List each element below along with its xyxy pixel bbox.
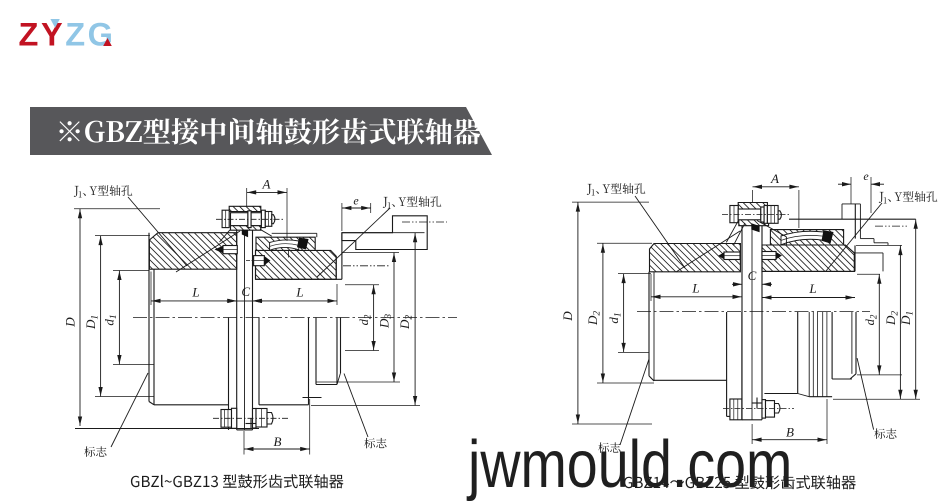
svg-text:L: L xyxy=(191,285,199,300)
svg-text:D: D xyxy=(63,317,78,328)
svg-text:B: B xyxy=(274,434,282,449)
svg-text:d2: d2 xyxy=(357,314,373,325)
svg-text:e: e xyxy=(353,194,359,208)
svg-text:jwmould.com: jwmould.com xyxy=(466,427,792,502)
svg-text:L: L xyxy=(691,281,699,296)
svg-text:d1: d1 xyxy=(102,314,120,325)
svg-text:C: C xyxy=(748,268,757,283)
svg-text:A: A xyxy=(262,177,271,192)
svg-text:D: D xyxy=(560,311,575,322)
svg-text:L: L xyxy=(295,285,303,300)
svg-text:d2: d2 xyxy=(863,314,879,325)
svg-text:L: L xyxy=(808,281,816,296)
svg-text:B: B xyxy=(786,425,794,440)
svg-text:A: A xyxy=(770,171,779,186)
svg-text:d1: d1 xyxy=(606,312,624,323)
svg-text:C: C xyxy=(241,284,250,299)
svg-text:ZYZG: ZYZG xyxy=(19,17,116,53)
svg-text:e: e xyxy=(863,169,869,183)
